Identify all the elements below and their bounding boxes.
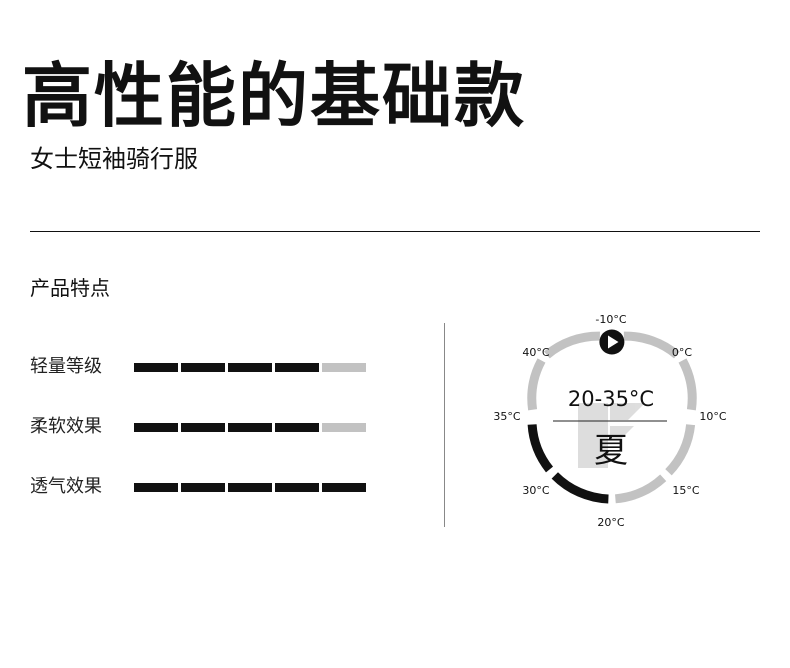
rating-segment-filled: [228, 483, 272, 492]
rating-segment-empty: [322, 423, 366, 432]
rating-segment-filled: [275, 483, 319, 492]
tick-label: -10°C: [595, 313, 626, 326]
dial-arc-inactive: [623, 331, 680, 359]
rating-segment-filled: [134, 483, 178, 492]
page-title: 高性能的基础款: [22, 55, 526, 137]
logo-watermark-icon: [578, 403, 645, 468]
rating-segment-filled: [181, 483, 225, 492]
season-label: 夏: [594, 431, 628, 471]
feature-row-breathability: 透气效果: [30, 472, 370, 502]
rating-bar: [134, 483, 374, 492]
vertical-divider: [444, 323, 445, 527]
feature-row-softness: 柔软效果: [30, 412, 370, 442]
dial-arc-inactive: [527, 358, 546, 411]
rating-segment-filled: [275, 423, 319, 432]
rating-segment-filled: [275, 363, 319, 372]
rating-segment-filled: [134, 363, 178, 372]
rating-segment-filled: [228, 363, 272, 372]
dial-arc-active: [551, 472, 609, 504]
divider: [30, 231, 760, 232]
dial-arc-inactive: [544, 331, 600, 359]
rating-segment-filled: [181, 363, 225, 372]
tick-label: 30°C: [522, 484, 549, 497]
section-title: 产品特点: [30, 276, 110, 300]
feature-row-lightweight: 轻量等级: [30, 352, 370, 382]
rating-segment-filled: [134, 423, 178, 432]
rating-segment-filled: [228, 423, 272, 432]
dial-arc-inactive: [665, 424, 696, 476]
tick-label: 10°C: [699, 410, 726, 423]
rating-segment-filled: [181, 423, 225, 432]
feature-label: 轻量等级: [30, 356, 102, 377]
tick-label: 35°C: [493, 410, 520, 423]
tick-label: 20°C: [597, 516, 624, 529]
rating-bar: [134, 363, 374, 372]
temperature-range-label: 20-35°C: [568, 387, 654, 411]
temperature-dial: 20-35°C 夏 -10°C 0°C 10°C 15°C 20°C 30°C …: [493, 313, 726, 529]
feature-label: 柔软效果: [30, 416, 102, 437]
feature-label: 透气效果: [30, 476, 102, 497]
rating-bar: [134, 423, 374, 432]
rating-segment-empty: [322, 363, 366, 372]
dial-arc-inactive: [678, 358, 697, 411]
dial-arc-inactive: [614, 474, 667, 504]
tick-label: 40°C: [522, 346, 549, 359]
tick-label: 15°C: [672, 484, 699, 497]
play-icon: [599, 329, 625, 355]
tick-label: 0°C: [672, 346, 692, 359]
page-subtitle: 女士短袖骑行服: [30, 145, 198, 173]
dial-arc-active: [527, 424, 554, 473]
rating-segment-filled: [322, 483, 366, 492]
